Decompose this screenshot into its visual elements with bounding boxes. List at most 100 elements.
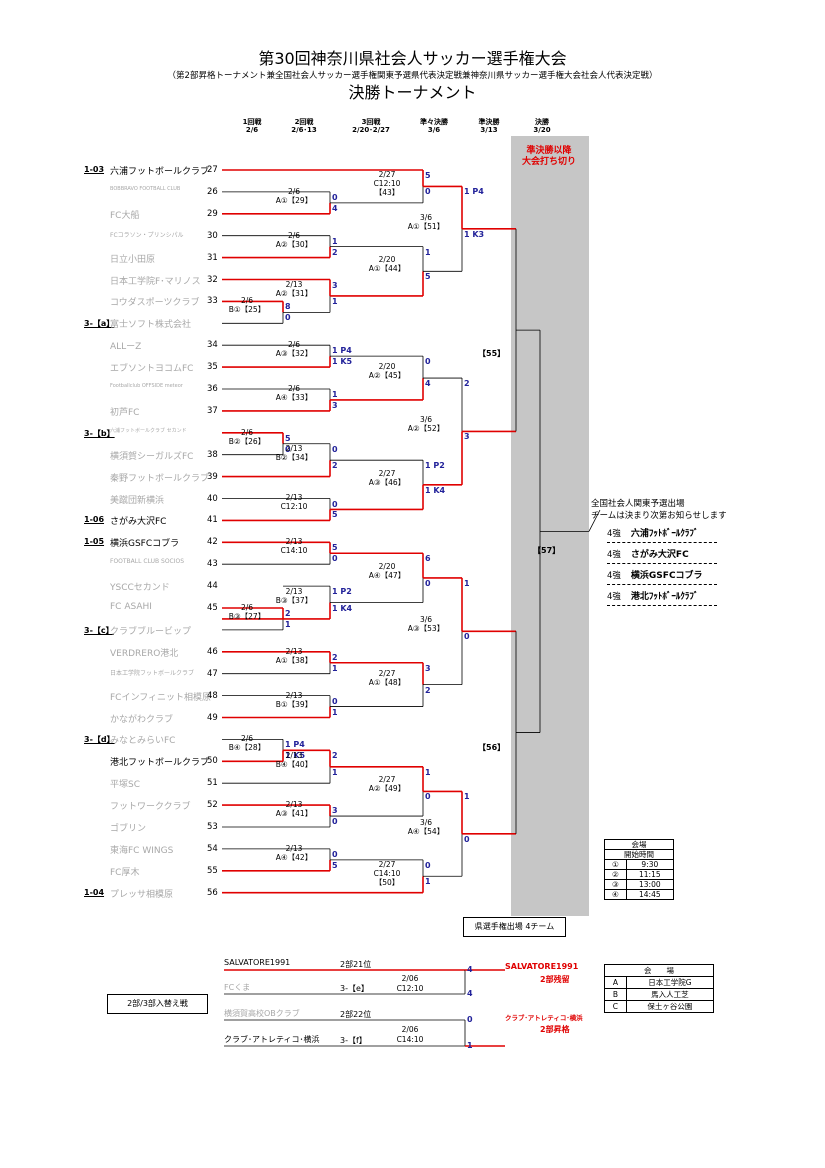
match-score-top: 1 P4 bbox=[332, 346, 352, 356]
kanto-rank: 4強 bbox=[607, 592, 621, 602]
kanto-rank: 4強 bbox=[607, 550, 621, 560]
team-name: フットワーククラブ bbox=[110, 802, 191, 813]
match-date: 2/13 bbox=[285, 800, 303, 810]
page-subtitle: （第2部昇格トーナメント兼全国社会人サッカー選手権関東予選県代表決定戦兼神奈川県… bbox=[167, 71, 658, 81]
match-score-top: 0 bbox=[332, 696, 338, 706]
match-date: 2/27 bbox=[378, 860, 396, 870]
team-slot-number: 51 bbox=[207, 778, 218, 789]
table-cell: 日本工学院G bbox=[625, 976, 715, 989]
team-name: さがみ大沢FC bbox=[110, 517, 167, 528]
team-slot-number: 43 bbox=[207, 559, 218, 570]
table-cell: 13:00 bbox=[625, 879, 675, 890]
match-venue: C12:10 bbox=[280, 502, 308, 512]
match-score-bottom: 2 bbox=[425, 685, 431, 695]
match-venue: A②【31】 bbox=[275, 288, 313, 298]
round-date: 3/20 bbox=[533, 126, 551, 134]
match-score-bottom: 5 bbox=[332, 860, 338, 870]
match-venue: A④【54】 bbox=[407, 826, 445, 836]
team-slot-number: 52 bbox=[207, 800, 218, 811]
table-cell: 14:45 bbox=[625, 889, 675, 900]
match-date: 3/6 bbox=[419, 817, 433, 827]
prefectural-box: 県選手権出場 4チーム bbox=[463, 917, 566, 937]
match-score-bottom: 5 bbox=[425, 272, 431, 282]
table-cell: ④ bbox=[604, 889, 627, 900]
swap-team: 横須賀高校OBクラブ bbox=[224, 1009, 300, 1018]
match-score-top: 1 bbox=[332, 236, 338, 246]
swap-score-bottom: 1 bbox=[467, 1041, 473, 1050]
match-score-top: 1 bbox=[464, 578, 470, 588]
team-name: エブソントヨコムFC bbox=[110, 364, 194, 375]
round-date: 2/6･13 bbox=[291, 126, 317, 134]
round-name: 1回戦 bbox=[242, 118, 262, 126]
team-name: みなとみらいFC bbox=[110, 736, 176, 747]
match-score-bottom: 1 K5 bbox=[285, 751, 306, 761]
match-score-top: 0 bbox=[332, 444, 338, 454]
match-score-top: 2 bbox=[464, 379, 470, 389]
match-score-bottom: 1 K5 bbox=[332, 357, 353, 367]
match-score-bottom: 0 bbox=[425, 187, 431, 197]
team-name: 横須賀シーガルズFC bbox=[110, 451, 194, 462]
final-note bbox=[588, 509, 601, 532]
match-score-top: 5 bbox=[285, 433, 291, 443]
team-slot-number: 56 bbox=[207, 887, 218, 898]
team-name: BOBBRAVO FOOTBALL CLUB bbox=[110, 185, 181, 192]
kanto-text-1: 全国社会人関東予選出場 bbox=[591, 499, 685, 509]
match-score-bottom: 1 bbox=[285, 619, 291, 629]
table-cell: 保土ヶ谷公園 bbox=[625, 1000, 715, 1013]
swap-team: SALVATORE1991 bbox=[224, 958, 291, 967]
team-slot-number: 42 bbox=[207, 537, 218, 548]
swap-team: FCくま bbox=[224, 983, 251, 992]
team-slot-number: 41 bbox=[207, 515, 218, 526]
match-score-bottom: 0 bbox=[332, 817, 338, 827]
match-score-bottom: 1 bbox=[332, 296, 338, 306]
round-name: 決勝 bbox=[535, 118, 549, 126]
team-slot-number: 31 bbox=[207, 252, 218, 263]
match-date: 2/27 bbox=[378, 170, 396, 180]
match-date: 2/13 bbox=[285, 279, 303, 289]
team-name: FC ASAHI bbox=[110, 602, 152, 612]
team-slot-number: 36 bbox=[207, 384, 218, 394]
match-score-bottom: 1 K3 bbox=[464, 229, 485, 239]
team-slot-number: 45 bbox=[207, 603, 218, 613]
team-slot-number: 38 bbox=[207, 449, 218, 460]
table-cell: 馬入人工芝 bbox=[625, 988, 715, 1001]
match-score-top: 0 bbox=[332, 849, 338, 859]
team-slot-number: 54 bbox=[207, 843, 218, 854]
team-name: 美蹴団新横浜 bbox=[110, 495, 165, 506]
team-code: 1-05 bbox=[84, 537, 105, 547]
round-date: 3/13 bbox=[480, 126, 498, 134]
match-date: 2/13 bbox=[285, 750, 303, 760]
match-score-bottom: 1 bbox=[332, 767, 338, 777]
team-code: 3-【b】 bbox=[84, 428, 115, 438]
match-score-bottom: 4 bbox=[332, 203, 338, 213]
team-code: 1-04 bbox=[84, 887, 105, 897]
match-date: 2/27 bbox=[378, 468, 396, 478]
match-venue: B④【40】 bbox=[275, 759, 313, 769]
match-venue: A①【38】 bbox=[275, 655, 313, 665]
match-date: 2/6 bbox=[287, 230, 301, 240]
round-name: 2回戦 bbox=[294, 118, 314, 126]
match-date: 2/13 bbox=[285, 586, 303, 596]
semifinal-label-1: 【55】 bbox=[478, 349, 506, 358]
kanto-row: 4強港北ﾌｯﾄﾎﾞｰﾙｸﾗﾌﾞ bbox=[607, 591, 717, 606]
team-name: 六浦フットボールクラブ bbox=[110, 167, 210, 177]
team-name: 港北フットボールクラブ bbox=[110, 758, 210, 769]
team-code: 1-06 bbox=[84, 515, 105, 525]
match-score-top: 2 bbox=[332, 751, 338, 761]
team-slot-number: 34 bbox=[207, 340, 218, 351]
kanto-row: 4強さがみ大沢FC bbox=[607, 549, 717, 564]
match-venue: A②【52】 bbox=[407, 424, 445, 434]
venue-times-title: 会場 bbox=[604, 839, 674, 850]
round-name: 準決勝 bbox=[478, 118, 500, 126]
team-slot-number: 26 bbox=[207, 186, 218, 197]
match-score-top: 6 bbox=[425, 554, 431, 564]
